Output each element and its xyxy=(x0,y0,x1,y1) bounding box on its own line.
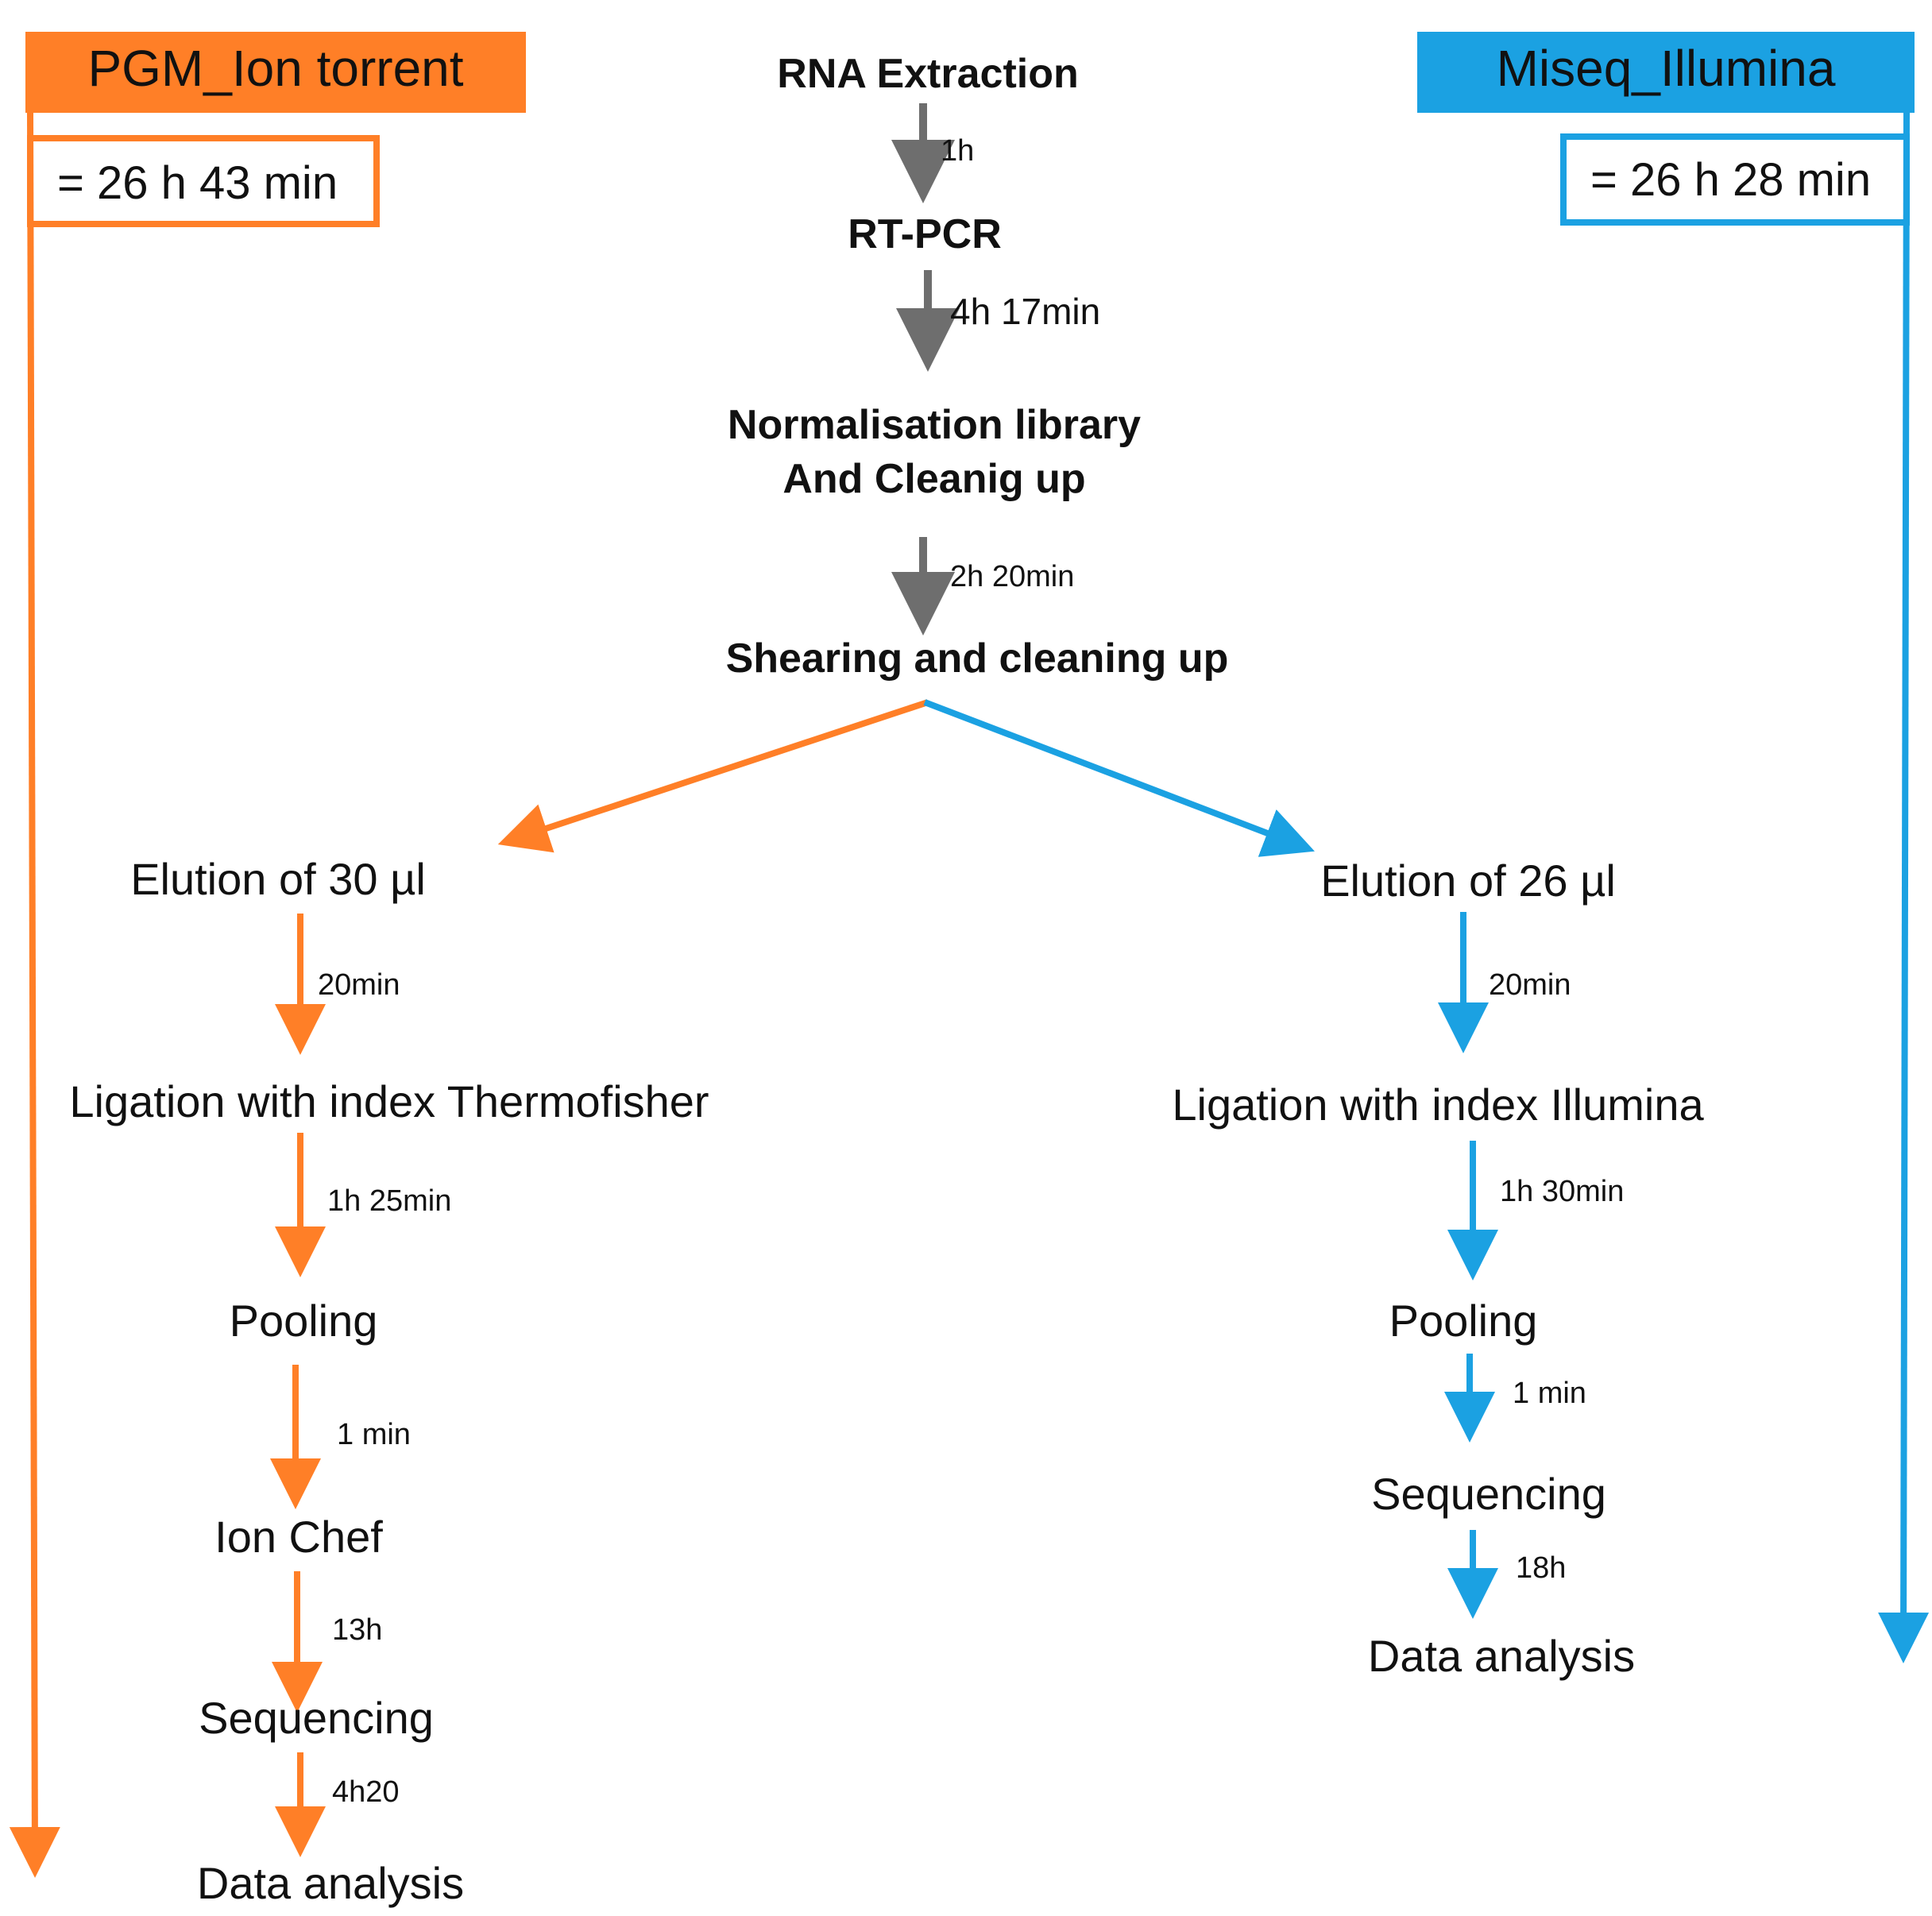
pgm-duration-2: 1h 25min xyxy=(327,1184,451,1218)
step-normalisation-line2: And Cleanig up xyxy=(782,456,1085,502)
step-rt-pcr: RT-PCR xyxy=(848,211,1002,257)
miseq-header-label: Miseq_Illumina xyxy=(1497,40,1836,97)
miseq-duration-1: 20min xyxy=(1489,968,1571,1002)
miseq-duration-3: 1 min xyxy=(1513,1377,1586,1410)
miseq-timeline-arrow xyxy=(1878,112,1930,1663)
miseq-step-elution: Elution of 26 µl xyxy=(1320,856,1616,906)
pgm-total-box xyxy=(27,135,380,227)
pgm-duration-3: 1 min xyxy=(337,1418,411,1451)
pgm-total-time: = 26 h 43 min xyxy=(57,157,338,209)
miseq-step-pooling: Pooling xyxy=(1389,1296,1538,1346)
pgm-step-elution: Elution of 30 µl xyxy=(130,854,426,904)
miseq-step-ligation: Ligation with index Illumina xyxy=(1172,1080,1704,1130)
miseq-step-data-analysis: Data analysis xyxy=(1368,1631,1635,1681)
step-rna-extraction: RNA Extraction xyxy=(777,51,1078,97)
duration-2h20: 2h 20min xyxy=(950,560,1074,593)
miseq-header-box xyxy=(1417,32,1915,113)
duration-4h17: 4h 17min xyxy=(950,291,1100,332)
step-shearing: Shearing and cleaning up xyxy=(726,635,1229,682)
pgm-duration-1: 20min xyxy=(318,968,400,1002)
miseq-duration-2: 1h 30min xyxy=(1500,1175,1624,1208)
split-arrow-miseq xyxy=(923,699,1315,857)
duration-1h: 1h xyxy=(941,134,974,168)
pgm-timeline-arrow xyxy=(9,112,60,1878)
step-normalisation-line1: Normalisation library xyxy=(728,402,1141,448)
miseq-duration-4: 18h xyxy=(1516,1551,1566,1585)
miseq-total-time: = 26 h 28 min xyxy=(1590,154,1871,206)
pgm-step-data-analysis: Data analysis xyxy=(197,1858,464,1908)
split-arrow-pgm xyxy=(497,699,929,853)
pgm-duration-5: 4h20 xyxy=(332,1775,400,1809)
pgm-step-ligation: Ligation with index Thermofisher xyxy=(69,1076,709,1126)
pgm-duration-4: 13h xyxy=(332,1613,382,1647)
pgm-header-label: PGM_Ion torrent xyxy=(87,40,463,97)
pgm-step-pooling: Pooling xyxy=(230,1296,378,1346)
pgm-step-sequencing: Sequencing xyxy=(199,1693,434,1743)
pgm-header-box xyxy=(25,32,526,113)
miseq-step-sequencing: Sequencing xyxy=(1371,1469,1606,1519)
pgm-step-ion-chef: Ion Chef xyxy=(214,1512,383,1562)
